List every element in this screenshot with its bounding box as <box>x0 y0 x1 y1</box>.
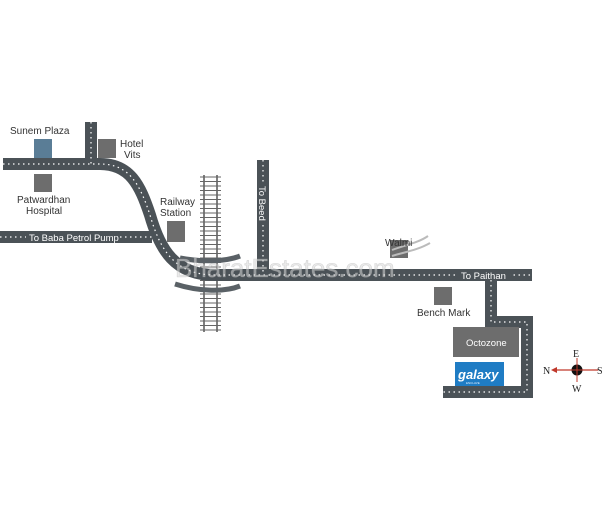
bench-mark-label: Bench Mark <box>417 308 471 319</box>
compass-s: S <box>597 366 603 377</box>
octozone-label: Octozone <box>466 338 507 349</box>
compass-n: N <box>543 366 550 377</box>
galaxy-logo-subtext: ENCLAVE <box>466 381 480 385</box>
railway-station-label-2: Station <box>160 208 191 219</box>
watermark: BharatEstates.com <box>175 253 395 283</box>
patwardhan-hospital-building <box>34 174 52 192</box>
compass-icon: N S E W <box>543 349 603 395</box>
compass-e: E <box>573 349 579 360</box>
road-label-beed: To Beed <box>256 186 267 221</box>
bench-mark-building <box>434 287 452 305</box>
walmi-swoosh-icon <box>391 235 431 257</box>
galaxy-logo-text: galaxy <box>457 367 499 382</box>
patwardhan-label-2: Hospital <box>26 206 62 217</box>
hotel-vits-label-1: Hotel <box>120 139 143 150</box>
road-label-baba-petrol-pump: To Baba Petrol Pump <box>29 233 119 244</box>
walmi-label: Walmi <box>385 238 412 249</box>
road-label-paithan: To Paithan <box>461 271 506 282</box>
compass-w: W <box>572 384 582 395</box>
sunem-plaza-building <box>34 139 52 158</box>
patwardhan-label-1: Patwardhan <box>17 195 70 206</box>
railway-station-building <box>167 221 185 242</box>
octozone-building <box>453 327 519 357</box>
sunem-plaza-label: Sunem Plaza <box>10 126 70 137</box>
hotel-vits-building <box>98 139 116 158</box>
hotel-vits-label-2: Vits <box>124 150 141 161</box>
galaxy-logo-box <box>455 362 504 386</box>
railway-station-label-1: Railway <box>160 197 195 208</box>
